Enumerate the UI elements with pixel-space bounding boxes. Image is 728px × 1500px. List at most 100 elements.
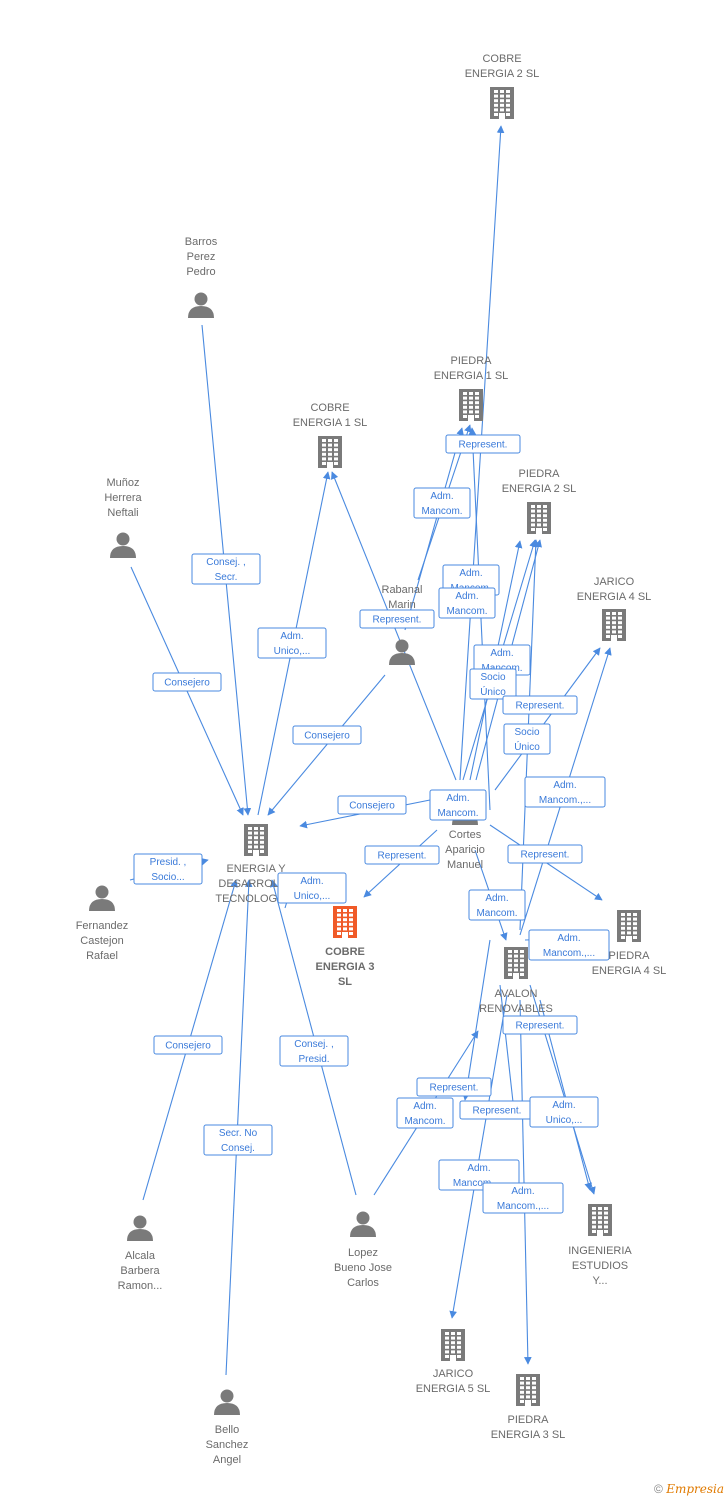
edge-labels: Represent. Adm. Mancom. Adm. Mancom. Adm. Manc… — [133, 434, 610, 1214]
node-label: ENERGIA 4 SL — [577, 591, 652, 603]
edge-label[interactable]: Represent. — [502, 1015, 578, 1035]
edge-label[interactable]: Presid. ,Socio... — [133, 853, 203, 885]
edge-label[interactable]: Adm.Mancom. — [468, 889, 526, 921]
edge-label-text: Adm. — [455, 591, 478, 602]
edge-label-text: Represent. — [516, 1021, 565, 1032]
node-label: PIEDRA — [451, 355, 493, 367]
edge-label-text: Unico,... — [294, 891, 331, 902]
node-label: ENERGIA 2 SL — [465, 68, 540, 80]
edge-label[interactable]: Consej. ,Presid. — [279, 1035, 349, 1067]
edge-label-text: Represent. — [473, 1106, 522, 1117]
relationship-edge — [494, 647, 601, 791]
node-label: ENERGIA 3 — [316, 961, 375, 973]
edge-label[interactable]: Represent. — [416, 1077, 492, 1097]
edge-label[interactable]: Adm. Mancom. — [413, 487, 471, 519]
edge-label-text: Consejero — [304, 731, 350, 742]
edge-label-text: Adm. — [467, 1163, 490, 1174]
edge-label-text: Mancom. — [404, 1116, 445, 1127]
edge-label[interactable]: Adm.Mancom.,... — [482, 1182, 564, 1214]
edge-label[interactable]: Adm.Mancom. — [429, 789, 487, 821]
company-node[interactable]: INGENIERIAESTUDIOSY... — [568, 1204, 632, 1287]
edge-label-text: Consejero — [164, 678, 210, 689]
edge-label-text: Represent. — [430, 1083, 479, 1094]
node-label: INGENIERIA — [568, 1245, 632, 1257]
edge-label[interactable]: Consejero — [152, 672, 222, 692]
node-label: Cortes — [449, 829, 482, 841]
node-label: COBRE — [325, 946, 365, 958]
edge-label-text: Mancom. — [437, 808, 478, 819]
person-icon — [110, 532, 136, 558]
edge-label-text: Adm. — [553, 780, 576, 791]
edge-label[interactable]: Consejero — [337, 795, 407, 815]
watermark: © Empresia — [654, 1482, 724, 1496]
edge-label[interactable]: Adm.Mancom.,... — [528, 929, 610, 961]
edge-label[interactable]: Represent. — [502, 695, 578, 715]
node-label: Rabanal — [382, 584, 423, 596]
node-label: ESTUDIOS — [572, 1260, 628, 1272]
node-label: Bello — [215, 1424, 239, 1436]
edge-label-text: Mancom.,... — [543, 948, 595, 959]
edge-label[interactable]: Secr. No Consej. — [203, 1124, 273, 1156]
edge-label-text: Adm. — [413, 1101, 436, 1112]
edge-label[interactable]: Adm. Mancom.,... — [524, 776, 606, 808]
node-label: DESARROLLO — [218, 878, 294, 890]
node-label: RENOVABLES — [479, 1003, 553, 1015]
edge-label[interactable]: Consejero — [292, 725, 362, 745]
edge-label-text: Mancom. — [421, 506, 462, 517]
edge-label[interactable]: Adm.Mancom. — [438, 587, 496, 619]
node-label: Marin — [388, 599, 416, 611]
node-label: Pedro — [186, 266, 215, 278]
copyright-symbol: © — [654, 1482, 663, 1496]
node-label: Angel — [213, 1454, 241, 1466]
edge-label[interactable]: Consej. ,Secr. — [191, 553, 261, 585]
edge-label[interactable]: Consejero — [153, 1035, 223, 1055]
node-label: ENERGIA Y — [226, 863, 286, 875]
edge-label-text: Consej. — [221, 1143, 255, 1154]
edge-label-text: Presid. , — [150, 857, 187, 868]
node-label: ENERGIA 4 SL — [592, 965, 667, 977]
edge-label[interactable]: Adm.Unico,... — [529, 1096, 599, 1128]
edge-label[interactable]: Represent. — [359, 609, 435, 629]
edge-label-text: Secr. No — [219, 1128, 258, 1139]
edge-label-text: Adm. — [430, 491, 453, 502]
edge-label[interactable]: Represent. — [459, 1100, 535, 1120]
edge-label[interactable]: Represent. — [364, 845, 440, 865]
edge-label-text: Consej. , — [294, 1039, 333, 1050]
edge-label[interactable]: Represent. — [445, 434, 521, 454]
relationship-edge — [267, 674, 386, 816]
edge-label-text: Socio — [480, 672, 505, 683]
edge-label-text: Mancom.,... — [539, 795, 591, 806]
edge-label[interactable]: Adm.Unico,... — [257, 627, 327, 659]
edge-label-text: Adm. — [300, 876, 323, 887]
edge-label[interactable]: Adm. Unico,... — [277, 872, 347, 904]
node-label: Muñoz — [106, 477, 139, 489]
edge-label[interactable]: Represent. — [507, 844, 583, 864]
edge-label-text: Único — [514, 740, 540, 753]
edge-label-text: Represent. — [378, 851, 427, 862]
relationship-edge — [462, 939, 491, 1101]
edge-label[interactable]: Adm. Mancom. — [396, 1097, 454, 1129]
person-node[interactable]: AlcalaBarberaRamon... — [118, 1215, 163, 1293]
edge-label-text: Mancom.,... — [453, 1178, 505, 1189]
